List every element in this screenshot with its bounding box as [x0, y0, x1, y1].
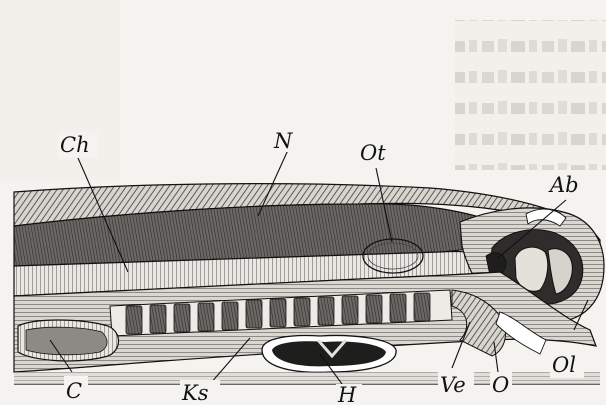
label-ks: Ks — [181, 381, 209, 405]
label-ot: Ot — [360, 141, 386, 165]
label-o: O — [492, 373, 509, 397]
label-ab: Ab — [548, 173, 579, 197]
label-n: N — [273, 129, 293, 153]
label-ch: Ch — [60, 133, 90, 157]
label-c: C — [66, 379, 82, 403]
bleed-through-text — [455, 20, 606, 170]
c-structure-inner — [26, 327, 107, 355]
label-ol: Ol — [552, 353, 576, 377]
label-h: H — [337, 383, 357, 405]
label-ve: Ve — [440, 373, 466, 397]
bottom-band — [14, 372, 600, 384]
